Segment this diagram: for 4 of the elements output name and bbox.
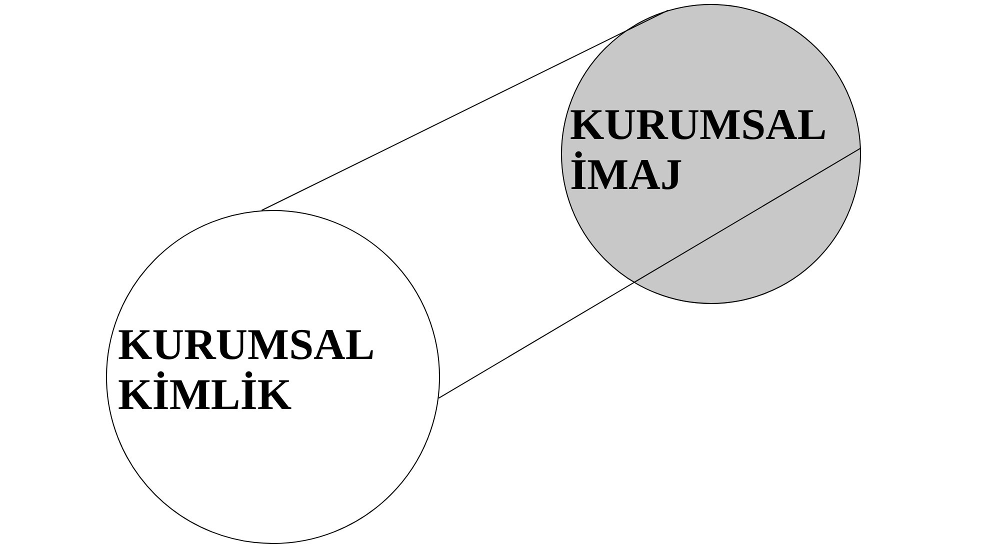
circle-label: KURUMSAL İMAJ (570, 100, 826, 200)
connector-line (438, 148, 862, 399)
circle-label: KURUMSAL KİMLİK (118, 320, 374, 420)
connector-line (261, 10, 669, 211)
